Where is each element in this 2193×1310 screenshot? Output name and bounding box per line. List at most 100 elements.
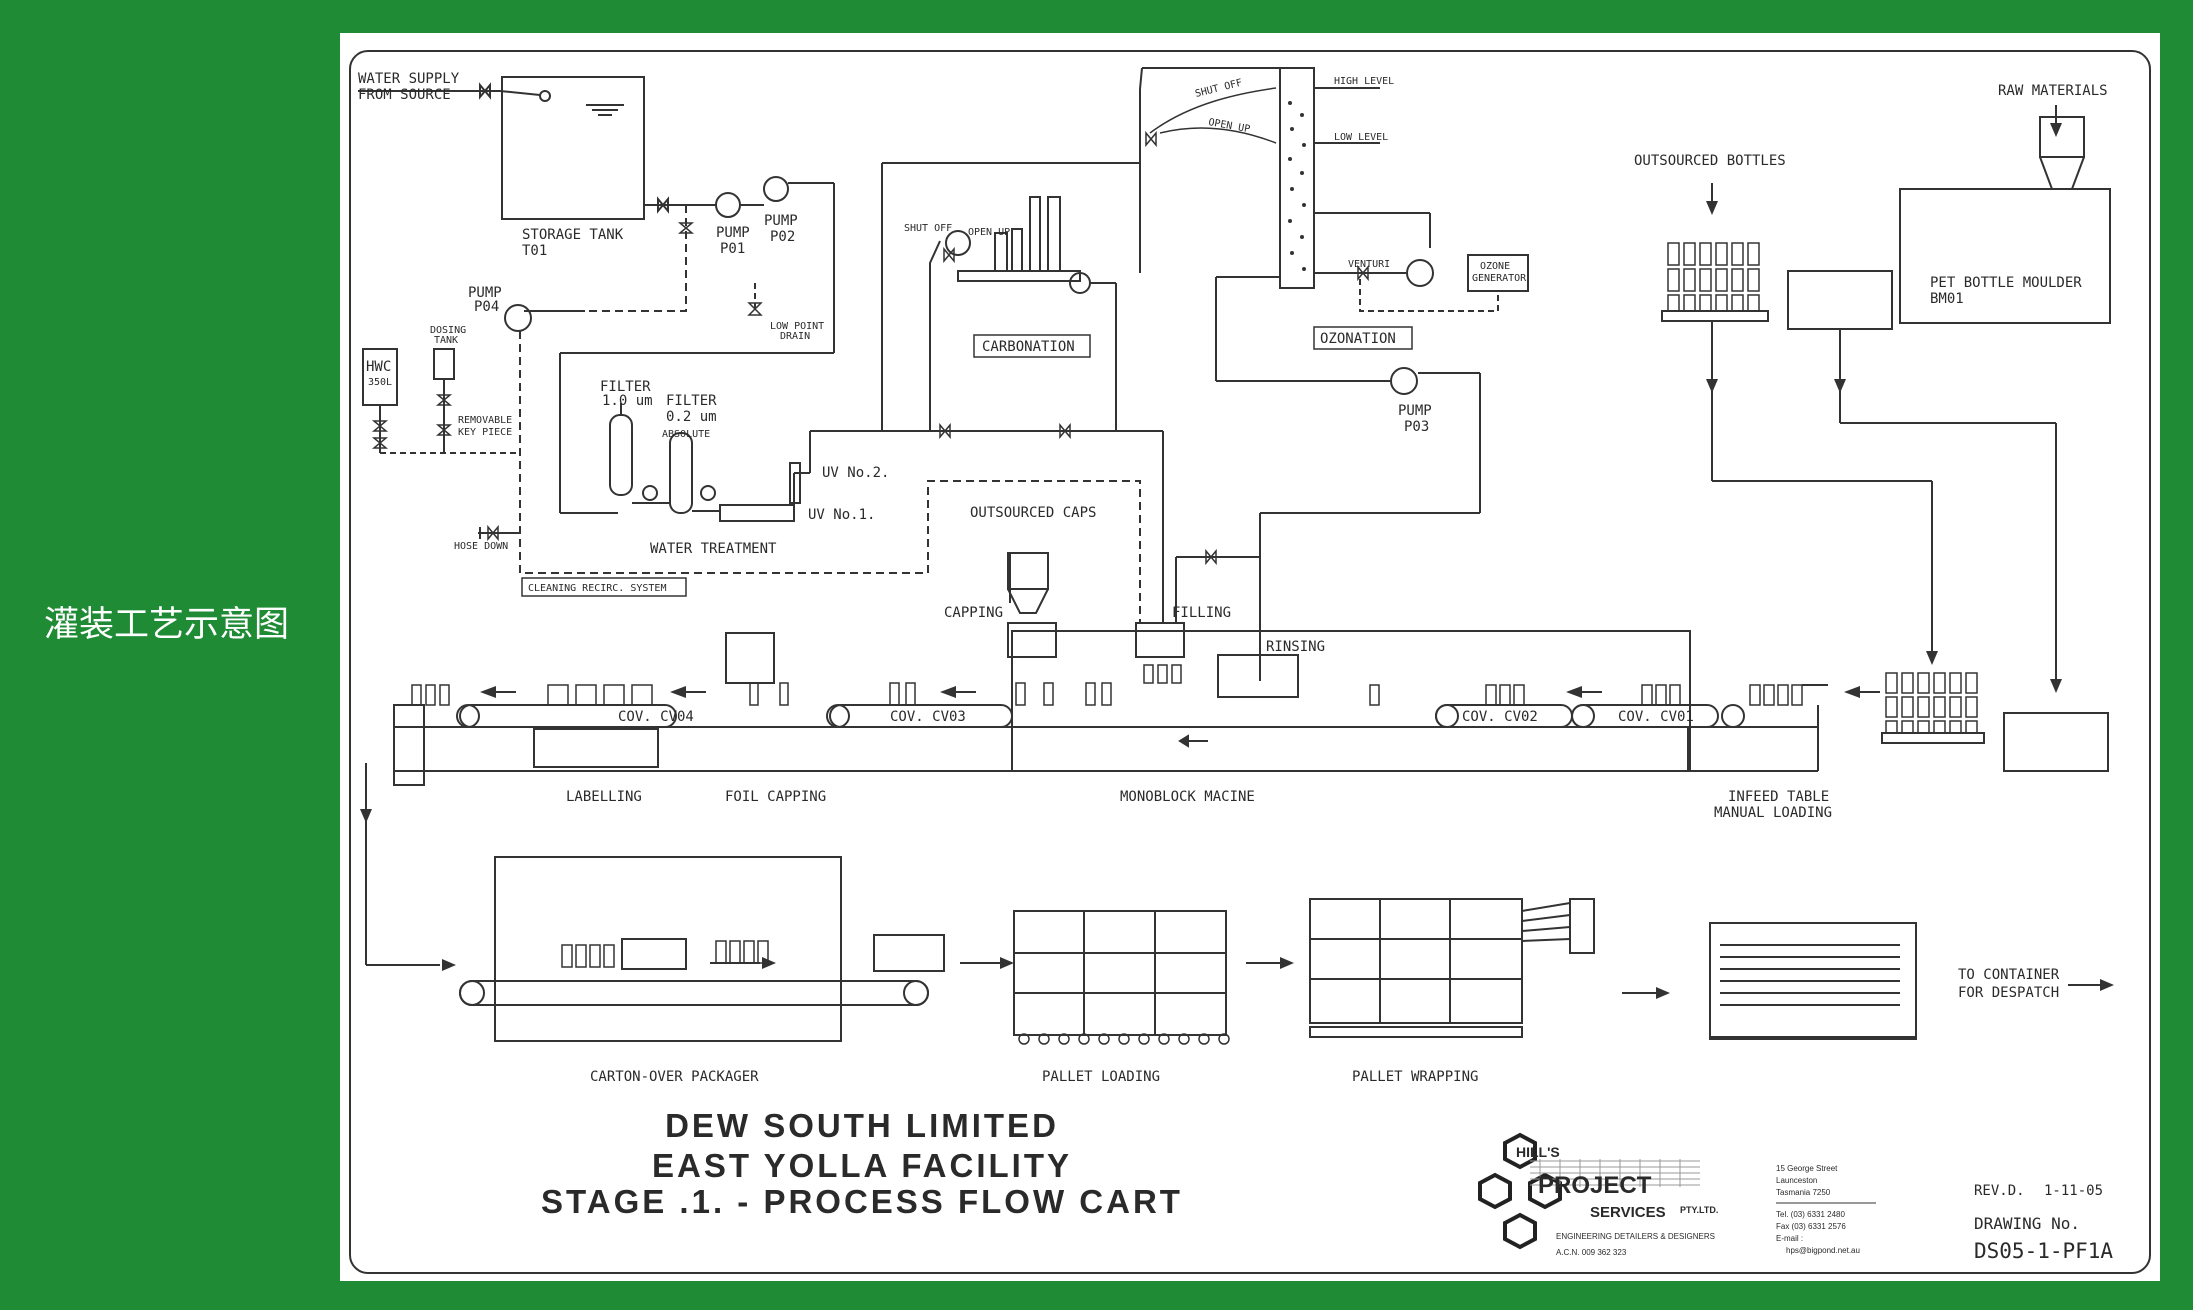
logo-grid	[1530, 1159, 1700, 1187]
label-cv01: COV. CV01	[1618, 709, 1694, 725]
title-line-1: DEW SOUTH LIMITED	[665, 1107, 1059, 1144]
side-title: 灌装工艺示意图	[44, 605, 290, 645]
label-dosing: DOSING	[430, 325, 466, 336]
label-carb-open-up: OPEN UP	[968, 227, 1010, 238]
label-capping: CAPPING	[944, 605, 1003, 621]
label-labelling: LABELLING	[566, 789, 642, 805]
label-pump-p01: PUMP	[716, 225, 750, 241]
label-uv-2: UV No.2.	[822, 465, 889, 481]
label-p04: P04	[474, 299, 499, 315]
title-line-2: EAST YOLLA FACILITY	[652, 1147, 1072, 1184]
revision-date: 1-11-05	[2044, 1183, 2103, 1199]
stretch-wrapper-head	[1569, 898, 1595, 954]
storage-tank	[501, 76, 645, 220]
label-generator: GENERATOR	[1472, 273, 1527, 284]
carbonation-pump-icon	[945, 230, 971, 256]
address-line-2: Launceston	[1776, 1176, 1817, 1185]
address-line-1: 15 George Street	[1776, 1164, 1838, 1173]
label-venturi: VENTURI	[1348, 259, 1390, 270]
carton-over-packager	[494, 856, 842, 1042]
label-cv02: COV. CV02	[1462, 709, 1538, 725]
contact-email: hps@bigpond.net.au	[1786, 1246, 1860, 1255]
label-manual-loading: MANUAL LOADING	[1714, 805, 1832, 821]
supply-valve-icon	[479, 82, 491, 100]
title-line-3: STAGE .1. - PROCESS FLOW CART	[541, 1183, 1183, 1220]
label-cleaning-system: CLEANING RECIRC. SYSTEM	[528, 583, 666, 594]
label-removable: REMOVABLE	[458, 415, 512, 426]
label-monoblock: MONOBLOCK MACINE	[1120, 789, 1255, 805]
contact-fax: Fax (03) 6331 2576	[1776, 1222, 1846, 1231]
label-cv03: COV. CV03	[890, 709, 966, 725]
drawing-no: DS05-1-PF1A	[1974, 1239, 2113, 1263]
drawing-border	[349, 50, 2151, 1274]
label-rinsing: RINSING	[1266, 639, 1325, 655]
label-t01: T01	[522, 243, 547, 259]
label-pump-p04: PUMP	[468, 285, 502, 301]
capping-head	[1007, 622, 1057, 658]
label-uv-1: UV No.1.	[808, 507, 875, 523]
contact-email-label: E-mail :	[1776, 1234, 1803, 1243]
label-filter-1-size: 1.0 um	[602, 393, 653, 409]
filter-2-icon	[669, 432, 693, 514]
label-filter-2: FILTER	[666, 393, 717, 409]
label-outsourced-caps: OUTSOURCED CAPS	[970, 505, 1096, 521]
wrapped-pallet	[1309, 898, 1523, 1024]
carton-box	[873, 934, 945, 972]
label-outsourced-bottles: OUTSOURCED BOTTLES	[1634, 153, 1786, 169]
label-from-source: FROM SOURCE	[358, 87, 451, 103]
moulded-bottle-bin-2	[2003, 712, 2109, 772]
logo-project: PROJECT	[1538, 1172, 1652, 1199]
label-hwc: HWC	[366, 359, 391, 375]
label-low-point: LOW POINT	[770, 321, 824, 332]
label-infeed-table: INFEED TABLE	[1728, 789, 1829, 805]
shipping-container	[1709, 922, 1917, 1040]
label-p03: P03	[1404, 419, 1429, 435]
label-p02: P02	[770, 229, 795, 245]
bottle-icons	[411, 242, 1978, 968]
label-carb-shut-off: SHUT OFF	[904, 223, 952, 234]
pump-p04-icon	[504, 304, 532, 332]
label-pump-p02: PUMP	[764, 213, 798, 229]
revision: REV.D.	[1974, 1183, 2025, 1199]
label-cv04: COV. CV04	[618, 709, 694, 725]
cap-hopper	[1007, 552, 1049, 590]
label-key-piece: KEY PIECE	[458, 427, 512, 438]
label-filling: FILLING	[1172, 605, 1231, 621]
label-water-supply: WATER SUPPLY	[358, 71, 460, 87]
label-pump-p03: PUMP	[1398, 403, 1432, 419]
address-line-3: Tasmania 7250	[1776, 1188, 1831, 1197]
label-low-level: LOW LEVEL	[1334, 132, 1388, 143]
label-filter-1: FILTER	[600, 379, 651, 395]
label-raw-materials: RAW MATERIALS	[1998, 83, 2108, 99]
drawing-sheet	[340, 33, 2160, 1281]
pump-p03-icon	[1390, 367, 1418, 395]
label-absolute: ABSOLUTE	[662, 429, 710, 440]
label-to-container: TO CONTAINER	[1958, 967, 2060, 983]
label-p01: P01	[720, 241, 745, 257]
pet-bottle-moulder	[1899, 188, 2111, 324]
label-pet-moulder: PET BOTTLE MOULDER	[1930, 275, 2082, 291]
label-carton-packager: CARTON-OVER PACKAGER	[590, 1069, 759, 1085]
label-foil-capping: FOIL CAPPING	[725, 789, 826, 805]
logo-acn: A.C.N. 009 362 323	[1556, 1248, 1627, 1257]
ozonation-column	[1279, 67, 1315, 289]
label-filter-2-size: 0.2 um	[666, 409, 717, 425]
ozone-generator	[1467, 254, 1529, 292]
label-for-despatch: FOR DESPATCH	[1958, 985, 2059, 1001]
logo-pty: PTY.LTD.	[1680, 1205, 1718, 1215]
pump-p02-icon	[763, 176, 789, 202]
label-pallet-wrapping: PALLET WRAPPING	[1352, 1069, 1478, 1085]
label-carbonation: CARBONATION	[982, 339, 1075, 355]
label-ozonation: OZONATION	[1320, 331, 1396, 347]
bubbles	[1288, 101, 1306, 271]
flow-arrows	[360, 105, 2114, 999]
logo-services: SERVICES	[1590, 1204, 1666, 1221]
label-drain: DRAIN	[780, 331, 810, 342]
carton-tray	[621, 938, 687, 970]
rinsing-unit	[1217, 654, 1299, 698]
ozone-pump-icon	[1406, 259, 1434, 287]
labeller	[533, 728, 659, 768]
label-bm01: BM01	[1930, 291, 1964, 307]
process-flow-drawing: WATER SUPPLY FROM SOURCE STORAGE TANK T0…	[340, 33, 2160, 1281]
uv-1-unit	[719, 504, 795, 522]
